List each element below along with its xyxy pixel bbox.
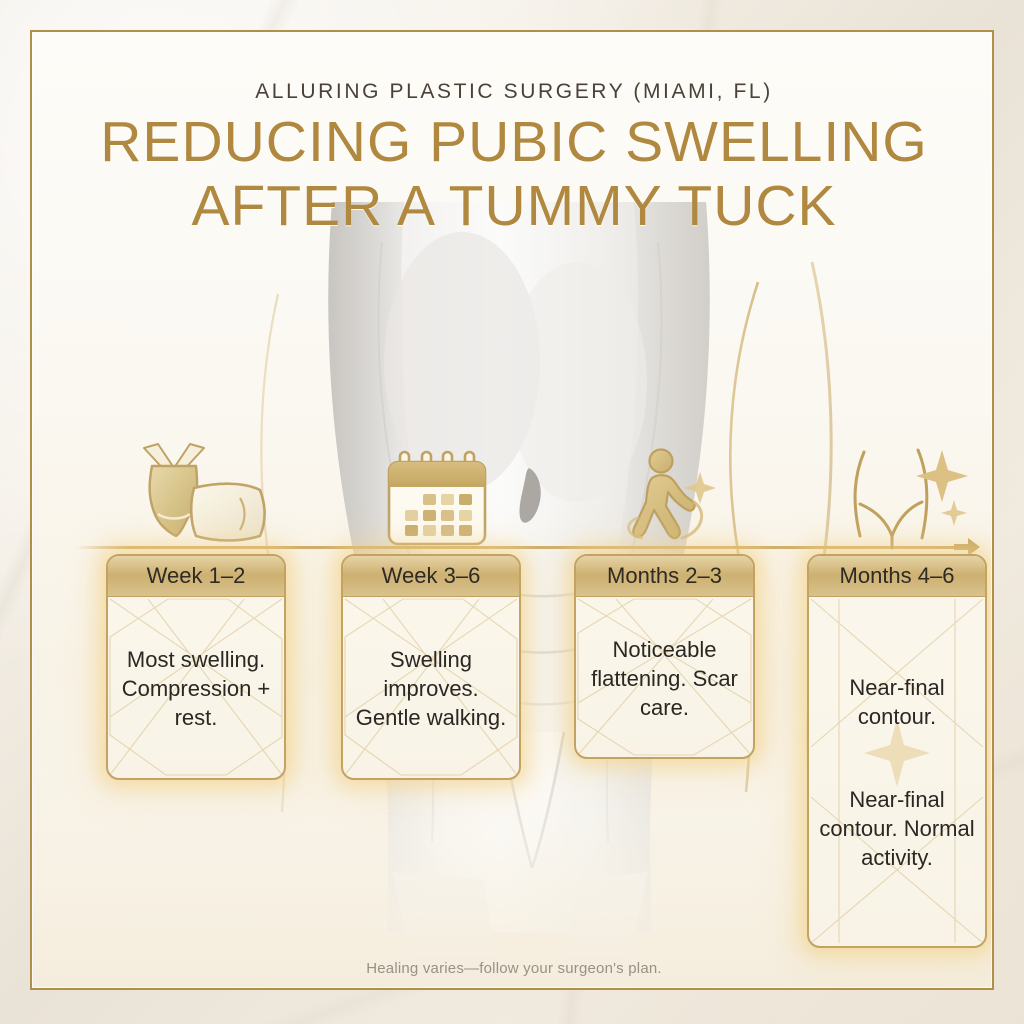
timeline-card-months-2-3[interactable]: Months 2–3 Noticeable flattening. Scar c… [574,554,755,759]
card-text: Near-final contour. [849,675,945,729]
card-body: Noticeable flattening. Scar care. [576,597,753,757]
card-text: Noticeable flattening. Scar care. [591,636,738,720]
calendar-icon [387,450,487,546]
infographic-frame: ALLURING PLASTIC SURGERY (MIAMI, FL) RED… [30,30,994,990]
title-line-1: REDUCING PUBIC SWELLING [100,110,928,174]
body-contour-sparkle-icon [853,448,968,550]
compression-garment-pillow-icon [143,443,266,542]
title-line-2: AFTER A TUMMY TUCK [191,174,837,238]
disclaimer-footnote: Healing varies—follow your surgeon's pla… [366,960,662,977]
timeline-card-months-4-6[interactable]: Months 4–6 Near-final contour. Near-fina… [807,554,987,948]
timeline-connector-line [76,546,956,549]
card-spacer [819,749,975,767]
timeline-card-week-1-2[interactable]: Week 1–2 Most swelling. Compression + re… [106,554,286,780]
walking-person-icon [627,448,716,540]
card-header-label: Week 1–2 [108,556,284,597]
arrow-right-icon [954,538,980,556]
card-header-label: Months 2–3 [576,556,753,597]
timeline-card-week-3-6[interactable]: Week 3–6 Swelling improves. Gentle walki… [341,554,521,780]
card-body: Near-final contour. Near-final contour. … [809,597,985,946]
page-title: REDUCING PUBIC SWELLING AFTER A TUMMY TU… [32,110,992,238]
card-text: Swelling improves. Gentle walking. [355,647,507,730]
card-text-secondary: Near-final contour. Normal activity. [819,787,975,870]
card-header-label: Week 3–6 [343,556,519,597]
brand-kicker: ALLURING PLASTIC SURGERY (MIAMI, FL) [255,80,773,103]
card-text: Most swelling. Compression + rest. [121,647,271,730]
card-header-label: Months 4–6 [809,556,985,597]
card-spacer [819,731,975,749]
card-spacer [819,767,975,785]
card-body: Swelling improves. Gentle walking. [343,597,519,778]
card-body: Most swelling. Compression + rest. [108,597,284,778]
